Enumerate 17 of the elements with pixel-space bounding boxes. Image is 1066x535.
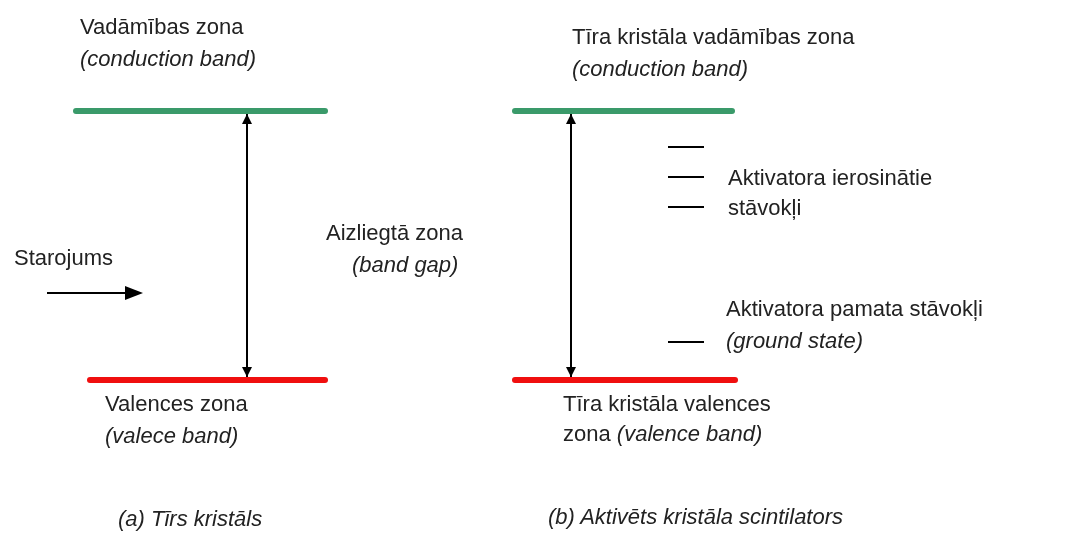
- panel-caption: (a) Tīrs kristāls: [118, 505, 263, 533]
- band-gap-translation: (band gap): [352, 251, 459, 279]
- band-label: Vadāmības zona: [80, 13, 244, 41]
- ground-state-translation: (ground state): [726, 327, 863, 355]
- band-label: Tīra kristāla valences zona (valence band): [563, 390, 772, 448]
- band-gap-label: Aizliegtā zona: [326, 219, 463, 247]
- double-arrow: [242, 113, 252, 378]
- double-arrow: [566, 113, 576, 378]
- band-label: Tīra kristāla vadāmības zona: [572, 23, 855, 51]
- radiation-label: Starojums: [14, 244, 114, 272]
- band-translation: (conduction band): [572, 55, 749, 83]
- band-label: Valences zona: [105, 390, 248, 418]
- ground-state-label: Aktivatora pamata stāvokļi: [726, 295, 983, 323]
- panel-caption: (b) Aktivēts kristāla scintilators: [548, 503, 844, 531]
- excited-states-label: Aktivatora ierosinātie stāvokļi: [728, 164, 934, 222]
- band-translation: (conduction band): [80, 45, 257, 73]
- band-translation: (valece band): [105, 422, 239, 450]
